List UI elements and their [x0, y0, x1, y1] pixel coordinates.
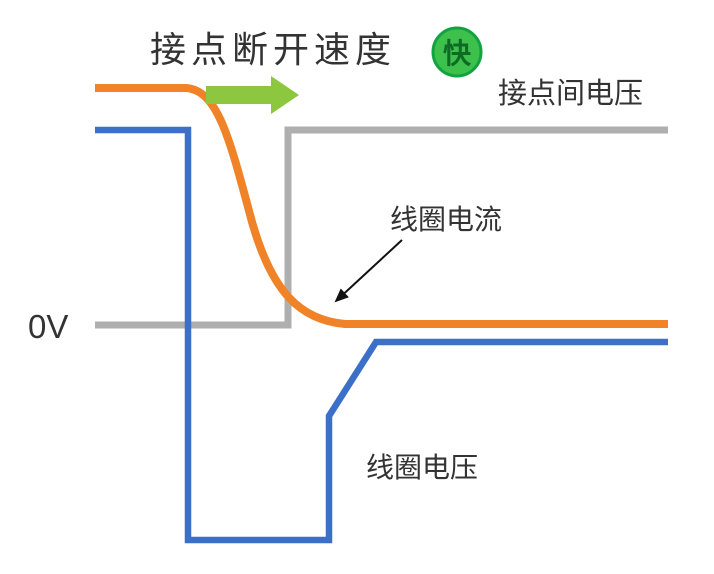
fast-badge-circle [431, 26, 483, 78]
coil-current-waveform [95, 84, 668, 328]
contact-voltage-label: 接点间电压 [498, 77, 643, 110]
diagram-title: 接点断开速度 [150, 29, 396, 70]
coil-current-label: 线圈电流 [390, 204, 502, 235]
coil-voltage-label: 线圈电压 [366, 452, 478, 483]
coil-current-annotation-arrow [334, 239, 403, 303]
speed-arrow-icon [206, 76, 299, 114]
contact-voltage-waveform [95, 126, 668, 329]
fast-badge-label: 快 [443, 38, 472, 69]
coil-voltage-waveform [95, 126, 668, 544]
zero-volt-label: 0V [28, 308, 68, 345]
